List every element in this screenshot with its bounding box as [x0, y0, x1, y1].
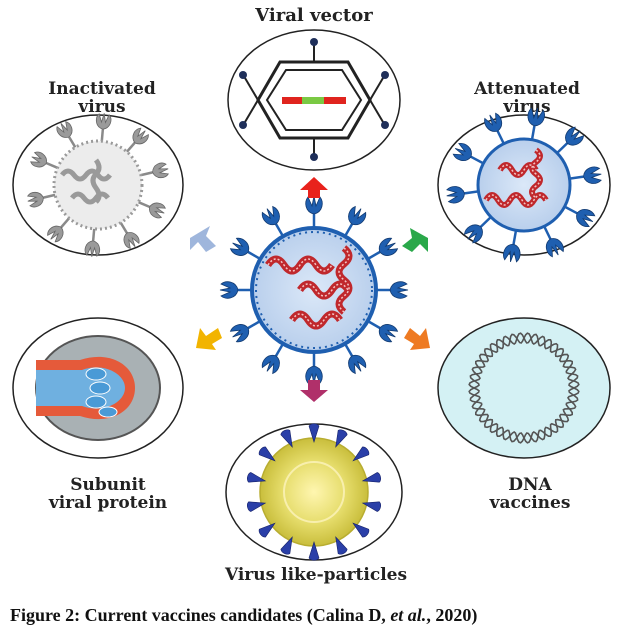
arrow-up-red [300, 177, 328, 198]
arrow-downright-orange [404, 328, 430, 350]
spike-protein [218, 280, 254, 300]
caption-suffix: , 2020) [426, 605, 478, 625]
label-inactivated-line1: Inactivated [48, 79, 156, 99]
label-inactivated-virus: Inactivated virus [22, 80, 182, 116]
label-dna-line1: DNA [508, 475, 552, 495]
dna-strand [468, 332, 580, 444]
label-viral-vector: Viral vector [255, 5, 373, 26]
label-attenuated-line1: Attenuated [474, 79, 580, 99]
subunit-viral-protein-panel [12, 317, 184, 459]
label-attenuated-virus: Attenuated virus [452, 80, 602, 116]
viral-vector-panel [227, 29, 401, 171]
spike-protein [374, 280, 410, 300]
label-subunit-line1: Subunit [70, 475, 146, 495]
spike-protein [304, 350, 324, 386]
figure-caption: Figure 2: Current vaccines candidates (C… [10, 605, 477, 626]
spike-protein [304, 194, 324, 230]
label-inactivated-line2: virus [78, 97, 126, 117]
inactivated-virus-panel [12, 111, 184, 259]
label-attenuated-line2: virus [503, 97, 551, 117]
label-subunit-viral-protein: Subunit viral protein [28, 476, 188, 512]
arrow-down-magenta [300, 380, 328, 402]
label-subunit-line2: viral protein [48, 493, 168, 513]
vaccine-candidates-diagram [12, 29, 611, 561]
attenuated-virus-panel [437, 105, 611, 265]
central-virus [218, 194, 410, 386]
virus-like-particles-panel [225, 423, 403, 561]
label-dna-line2: vaccines [489, 493, 571, 513]
arrow-upright-green [402, 228, 428, 252]
label-dna-vaccines: DNA vaccines [460, 476, 600, 512]
dna-vaccines-panel [437, 317, 611, 459]
label-virus-like-particles: Virus like-particles [224, 565, 408, 585]
caption-prefix: Figure 2: Current vaccines candidates (C… [10, 605, 391, 625]
arrow-downleft-yellow [196, 328, 222, 350]
arrow-upleft-lightblue [190, 226, 216, 252]
caption-italic: et al. [390, 605, 427, 625]
